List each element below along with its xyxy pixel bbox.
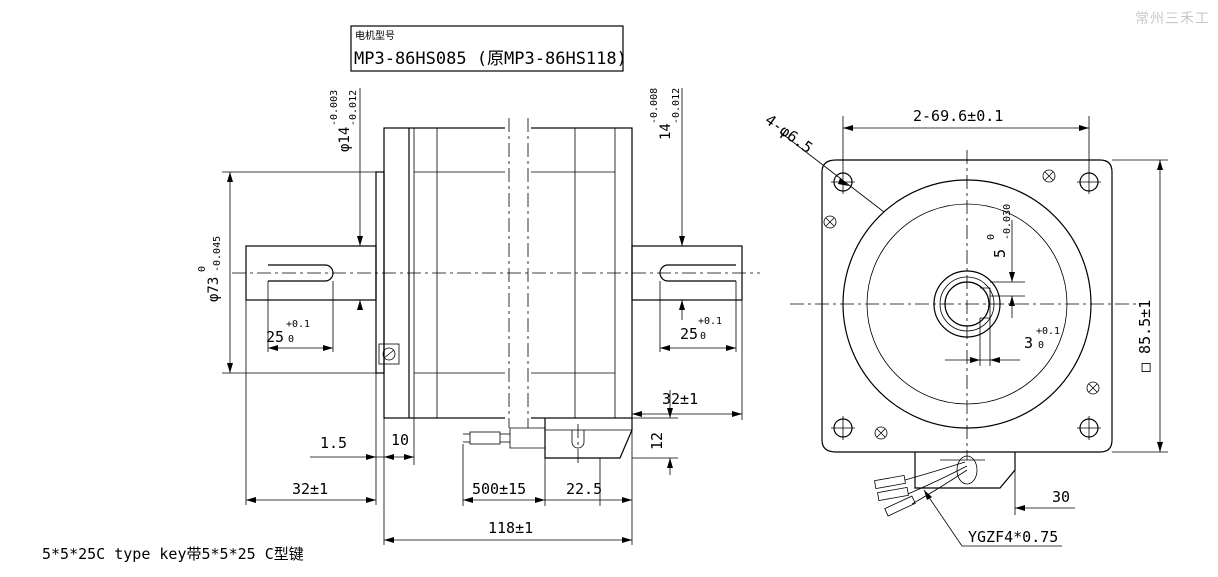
lead-len: 500±15 [472,480,526,498]
shaft-dia-left: φ14 [337,127,353,152]
pilot-tol-lower: -0.045 [212,236,223,272]
side-view [232,118,760,464]
keyway-depth: 5 [991,249,1009,258]
shaft-dia-left-tol-lower: -0.012 [348,90,359,126]
key-len-right: 25 [680,325,698,343]
side-dimensions: φ14 -0.003 -0.012 14 -0.008 -0.012 φ73 0… [197,88,743,545]
shaft-dia-right: 14 [658,123,674,140]
front-view [790,150,1145,517]
body-len: 118±1 [488,519,533,537]
key-len-right-tol-lower: 0 [700,331,706,342]
cable-spec: YGZF4*0.75 [968,528,1058,546]
shaft-len-left: 32±1 [292,480,328,498]
frame-size: □ 85.5±1 [1136,300,1154,372]
keyway-depth-tol-lower: -0.030 [1002,204,1013,240]
model-box-value: MP3-86HS085 (原MP3-86HS118) [354,49,627,69]
flange-len: 10 [391,431,409,449]
key-len-left-tol-lower: 0 [288,334,294,345]
cable-offset: 30 [1052,488,1070,506]
shaft-dia-right-tol-lower: -0.012 [671,88,682,124]
bolt-holes: 4-φ6.5 [762,111,816,157]
flange-thk: 1.5 [320,434,347,452]
model-box: 电机型号 MP3-86HS085 (原MP3-86HS118) [350,25,627,72]
pilot-dia: φ73 [206,277,222,302]
footnote: 5*5*25C type key带5*5*25 C型键 [42,545,304,563]
shaft-dia-left-tol-upper: -0.003 [329,90,340,126]
bolt-spacing: 2-69.6±0.1 [913,107,1003,125]
key-width: 3 [1024,334,1033,352]
key-len-left: 25 [266,328,284,346]
body-to-conn: 22.5 [566,480,602,498]
front-dimensions: 2-69.6±0.1 4-φ6.5 □ 85.5±1 5 0 -0.030 3 … [762,107,1168,547]
key-len-left-tol-upper: +0.1 [286,319,310,330]
keyway-depth-tol-upper: 0 [986,234,997,240]
key-len-right-tol-upper: +0.1 [698,316,722,327]
shaft-dia-right-tol-upper: -0.008 [649,88,660,124]
watermark: 常州三禾工 [1135,11,1210,27]
model-box-label: 电机型号 [355,29,395,42]
key-width-tol-lower: 0 [1038,340,1044,351]
shaft-len-right: 32±1 [662,390,698,408]
key-width-tol-upper: +0.1 [1036,326,1060,337]
pilot-tol-upper: 0 [197,266,208,272]
conn-h: 12 [648,432,666,450]
